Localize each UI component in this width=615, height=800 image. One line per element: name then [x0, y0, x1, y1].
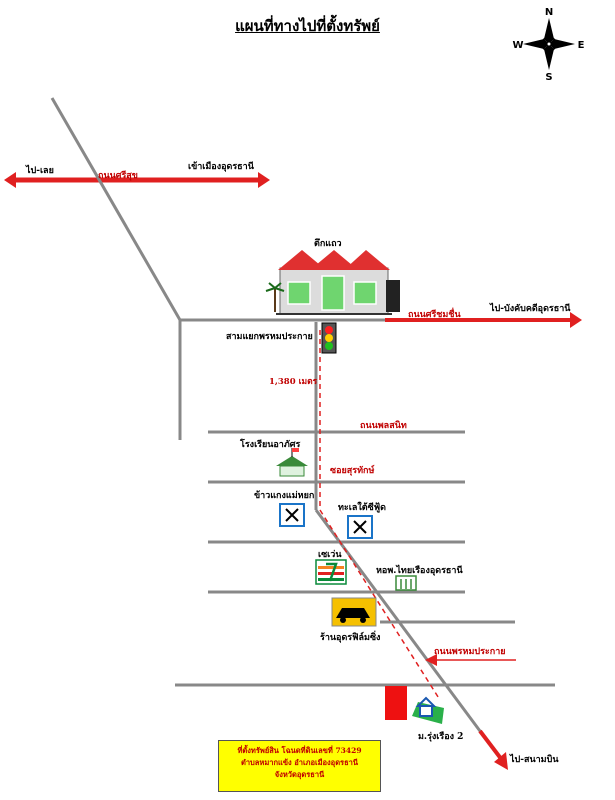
property-info-box: ที่ตั้งทรัพย์สิน โฉนดที่ดินเลขที่ 73429 … [218, 740, 381, 792]
label-phonphisit: ถนนพลสนิท [360, 421, 407, 431]
seven-eleven-icon [315, 559, 347, 585]
label-restaurant: ข้าวแกงแม่หยก [254, 491, 315, 501]
road-diagonal-north [50, 97, 182, 321]
info-line-2: ตำบลหมากแข้ง อำเภอเมืองอุดรธานี [240, 758, 359, 767]
label-seven: เซเว่น [318, 550, 342, 560]
label-to-airport: ไป-สนามบิน [510, 755, 559, 765]
label-tuk-aew: ตึกแถว [314, 239, 342, 249]
label-to-city: เข้าเมืองอุดรธานี [188, 162, 254, 172]
seafood-restaurant-icon [347, 515, 373, 539]
label-phromprakai: ถนนพรหมประกาย [434, 647, 506, 657]
info-line-1: ที่ตั้งทรัพย์สิน โฉนดที่ดินเลขที่ 73429 [237, 746, 362, 755]
arrow-right-icon [258, 172, 270, 188]
label-distance: 1,380 เมตร [269, 377, 318, 387]
arrow-left-icon [4, 172, 16, 188]
restaurant-icon [279, 503, 305, 527]
shophouse-icon [276, 250, 392, 315]
village-house-icon [412, 696, 444, 724]
label-intersection: สามแยกพรหมประกาย [226, 332, 313, 342]
route-dashed [319, 330, 441, 701]
compass-s: S [545, 72, 552, 83]
arrow-right-icon [570, 312, 582, 328]
label-school: โรงเรียนอาภัศร [240, 440, 301, 450]
page-title: แผนที่ทางไปที่ตั้งทรัพย์ [235, 17, 380, 35]
label-to-loei: ไป-เลย [26, 166, 54, 176]
compass-rose-icon [523, 18, 575, 70]
property-marker [385, 686, 407, 720]
compass-w: W [512, 40, 523, 51]
label-sri-chomchuen: ถนนศรีชมชื่น [408, 310, 461, 320]
road-airport-red [478, 729, 504, 762]
label-sri-suk: ถนนศรีสุข [98, 171, 138, 181]
arrow-down-icon [494, 752, 508, 770]
car-shop-icon [331, 597, 377, 627]
compass-n: N [545, 7, 553, 18]
info-line-3: จังหวัดอุดรธานี [274, 770, 325, 779]
tree-icon [386, 280, 400, 312]
label-soi-surathak: ซอยสุรทักษ์ [330, 466, 375, 476]
compass-e: E [578, 40, 585, 51]
palm-tree-icon [265, 282, 285, 312]
label-seafood: ทะเลใต้ซีฟู้ด [338, 503, 386, 513]
label-car-shop: ร้านอุดรฟิล์มซิ่ง [320, 633, 381, 643]
dorm-icon [395, 575, 417, 591]
school-icon [276, 448, 308, 477]
label-village: ม.รุ่งเรือง 2 [418, 732, 464, 742]
label-to-command: ไป-บังคับคดีอุดรธานี [490, 304, 571, 314]
label-dorm: หอพ.ไทยเรืองอุดรธานี [376, 566, 463, 576]
traffic-light-icon [321, 322, 337, 354]
